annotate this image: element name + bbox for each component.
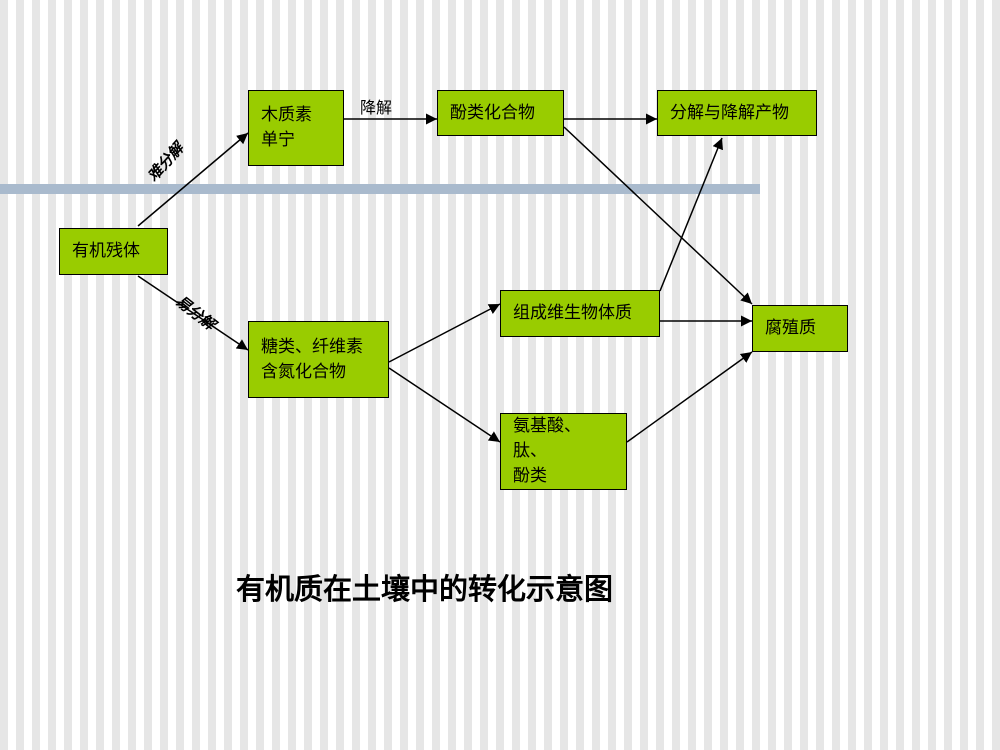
arrow-sugars-to-microbial <box>388 303 501 363</box>
arrow-sugars-to-amino <box>388 367 501 443</box>
node-sugars-cellulose-nitrogen: 糖类、纤维素 含氮化合物 <box>248 321 389 398</box>
node-amino-acids-peptides-phenols: 氨基酸、肽、 酚类 <box>500 413 627 490</box>
accent-band <box>0 184 760 194</box>
arrow-residue-to-sugars <box>137 275 249 351</box>
node-decomposition-products: 分解与降解产物 <box>657 90 817 136</box>
arrow-phenolic-to-humus <box>563 126 753 305</box>
node-lignin-tannin: 木质素 单宁 <box>248 90 344 166</box>
arrow-microbial-to-products <box>659 137 723 292</box>
label-degradation: 降解 <box>360 98 393 117</box>
diagram-caption: 有机质在土壤中的转化示意图 <box>236 572 614 606</box>
node-phenolic-compounds: 酚类化合物 <box>437 90 564 136</box>
arrow-residue-to-lignin <box>137 132 249 227</box>
arrow-amino-to-humus <box>626 351 753 443</box>
node-organic-residue: 有机残体 <box>59 228 168 275</box>
node-humus: 腐殖质 <box>752 305 848 352</box>
node-microbial-biomass: 组成维生物体质 <box>500 290 660 337</box>
